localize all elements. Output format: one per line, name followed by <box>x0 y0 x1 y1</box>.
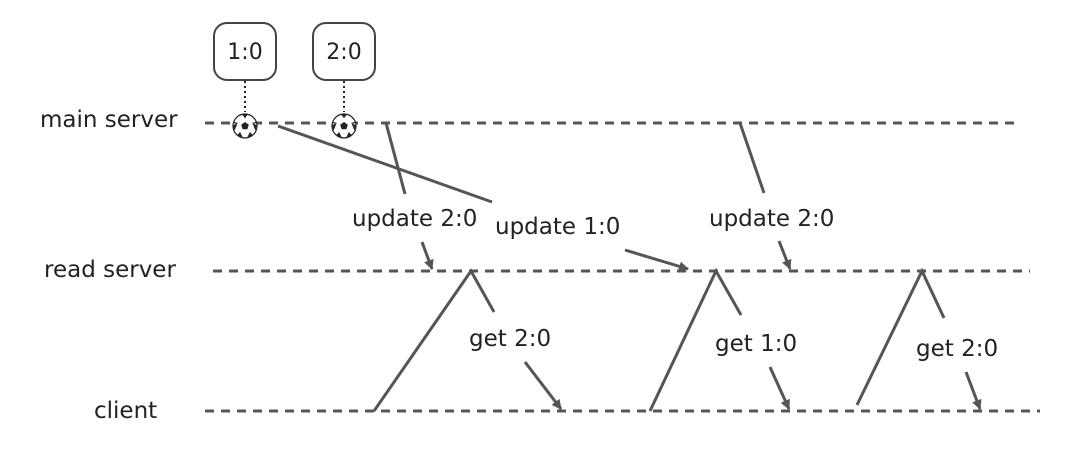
get-label-2-0-first: get 2:0 <box>469 326 551 352</box>
score-bubble-2-0: 2:0 <box>312 22 376 81</box>
soccer-ball-icon <box>331 113 357 139</box>
get-response-arrow-2-0-first <box>523 361 563 410</box>
lane-label-main-server: main server <box>40 107 178 133</box>
get-request-line <box>855 267 946 406</box>
get-response-arrow-2-0-second <box>964 371 982 410</box>
update-arrow-1-0 <box>624 248 689 272</box>
get-request-line <box>372 268 496 412</box>
lane-label-read-server: read server <box>44 257 176 283</box>
get-request-line <box>648 267 743 412</box>
update-arrow-segment <box>738 122 766 194</box>
update-arrow-2-0-second <box>777 240 792 270</box>
get-label-1-0: get 1:0 <box>715 331 797 357</box>
soccer-ball-icon <box>232 113 258 139</box>
lane-label-client: client <box>94 398 157 424</box>
update-arrow-2-0-first <box>420 241 434 270</box>
update-arrow-segment <box>277 124 493 204</box>
score-bubble-text: 1:0 <box>227 40 262 65</box>
update-label-1-0: update 1:0 <box>495 214 620 240</box>
score-bubble-text: 2:0 <box>326 40 361 65</box>
update-label-2-0-first: update 2:0 <box>352 206 477 232</box>
update-arrow-segment <box>384 122 407 195</box>
get-response-arrow-1-0 <box>768 366 791 410</box>
score-bubble-1-0: 1:0 <box>213 22 277 81</box>
get-label-2-0-second: get 2:0 <box>916 336 998 362</box>
update-label-2-0-second: update 2:0 <box>709 206 834 232</box>
